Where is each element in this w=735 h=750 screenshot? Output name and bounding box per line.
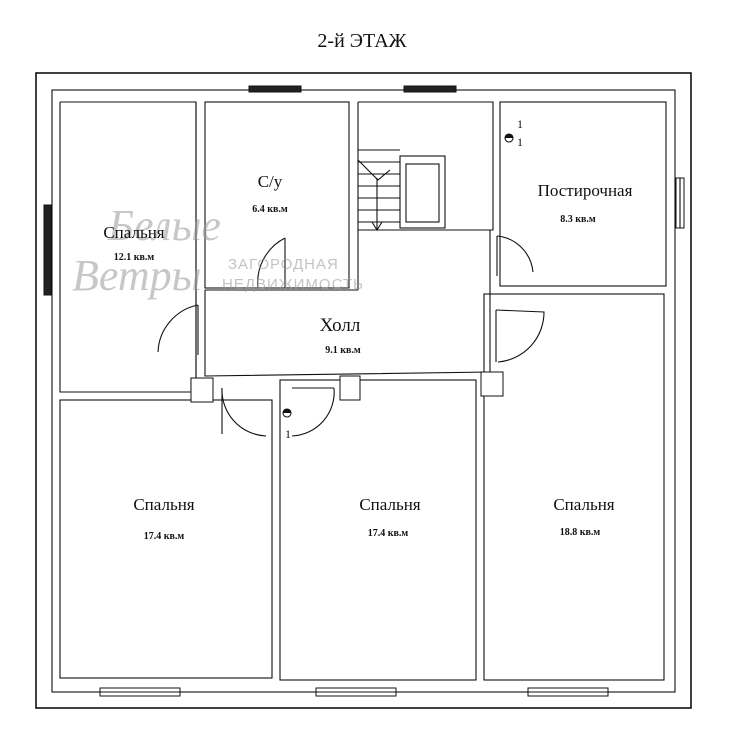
room-area-bedroom-bm: 17.4 кв.м xyxy=(368,528,409,539)
svg-text:1: 1 xyxy=(517,135,523,149)
room-name-laundry: Постирочная xyxy=(538,181,633,200)
floor-title: 2-й ЭТАЖ xyxy=(317,30,406,52)
svg-text:Ветры: Ветры xyxy=(72,251,201,300)
room-name-hall: Холл xyxy=(320,315,361,336)
svg-text:1: 1 xyxy=(517,117,523,131)
doors xyxy=(157,235,545,437)
windows xyxy=(43,85,685,697)
room-area-bedroom-tl: 12.1 кв.м xyxy=(114,252,155,263)
room-area-hall: 9.1 кв.м xyxy=(325,345,361,356)
window-top-1 xyxy=(248,85,302,93)
room-name-bedroom-br: Спальня xyxy=(553,495,614,514)
room-name-bedroom-bm: Спальня xyxy=(359,495,420,514)
svg-text:НЕДВИЖИМОСТЬ: НЕДВИЖИМОСТЬ xyxy=(222,276,364,293)
watermark-logo: Белые Ветры ЗАГОРОДНАЯ НЕДВИЖИМОСТЬ xyxy=(72,201,364,300)
svg-text:1: 1 xyxy=(285,427,291,441)
room-labels: Спальня 12.1 кв.м С/у 6.4 кв.м Постирочн… xyxy=(103,172,632,542)
room-area-bedroom-bl: 17.4 кв.м xyxy=(144,531,185,542)
interior-walls xyxy=(59,101,667,681)
outer-walls xyxy=(35,72,692,709)
room-area-wc: 6.4 кв.м xyxy=(252,204,288,215)
room-name-bedroom-bl: Спальня xyxy=(133,495,194,514)
staircase xyxy=(357,149,446,232)
electrical-symbols: 1 1 1 xyxy=(282,117,523,441)
svg-text:Белые: Белые xyxy=(107,201,221,250)
room-area-laundry: 8.3 кв.м xyxy=(560,214,596,225)
svg-text:ЗАГОРОДНАЯ: ЗАГОРОДНАЯ xyxy=(228,256,339,273)
room-name-wc: С/у xyxy=(258,172,283,191)
room-name-bedroom-tl: Спальня xyxy=(103,223,164,242)
window-top-2 xyxy=(403,85,457,93)
window-left xyxy=(43,204,52,296)
room-area-bedroom-br: 18.8 кв.м xyxy=(560,527,601,538)
